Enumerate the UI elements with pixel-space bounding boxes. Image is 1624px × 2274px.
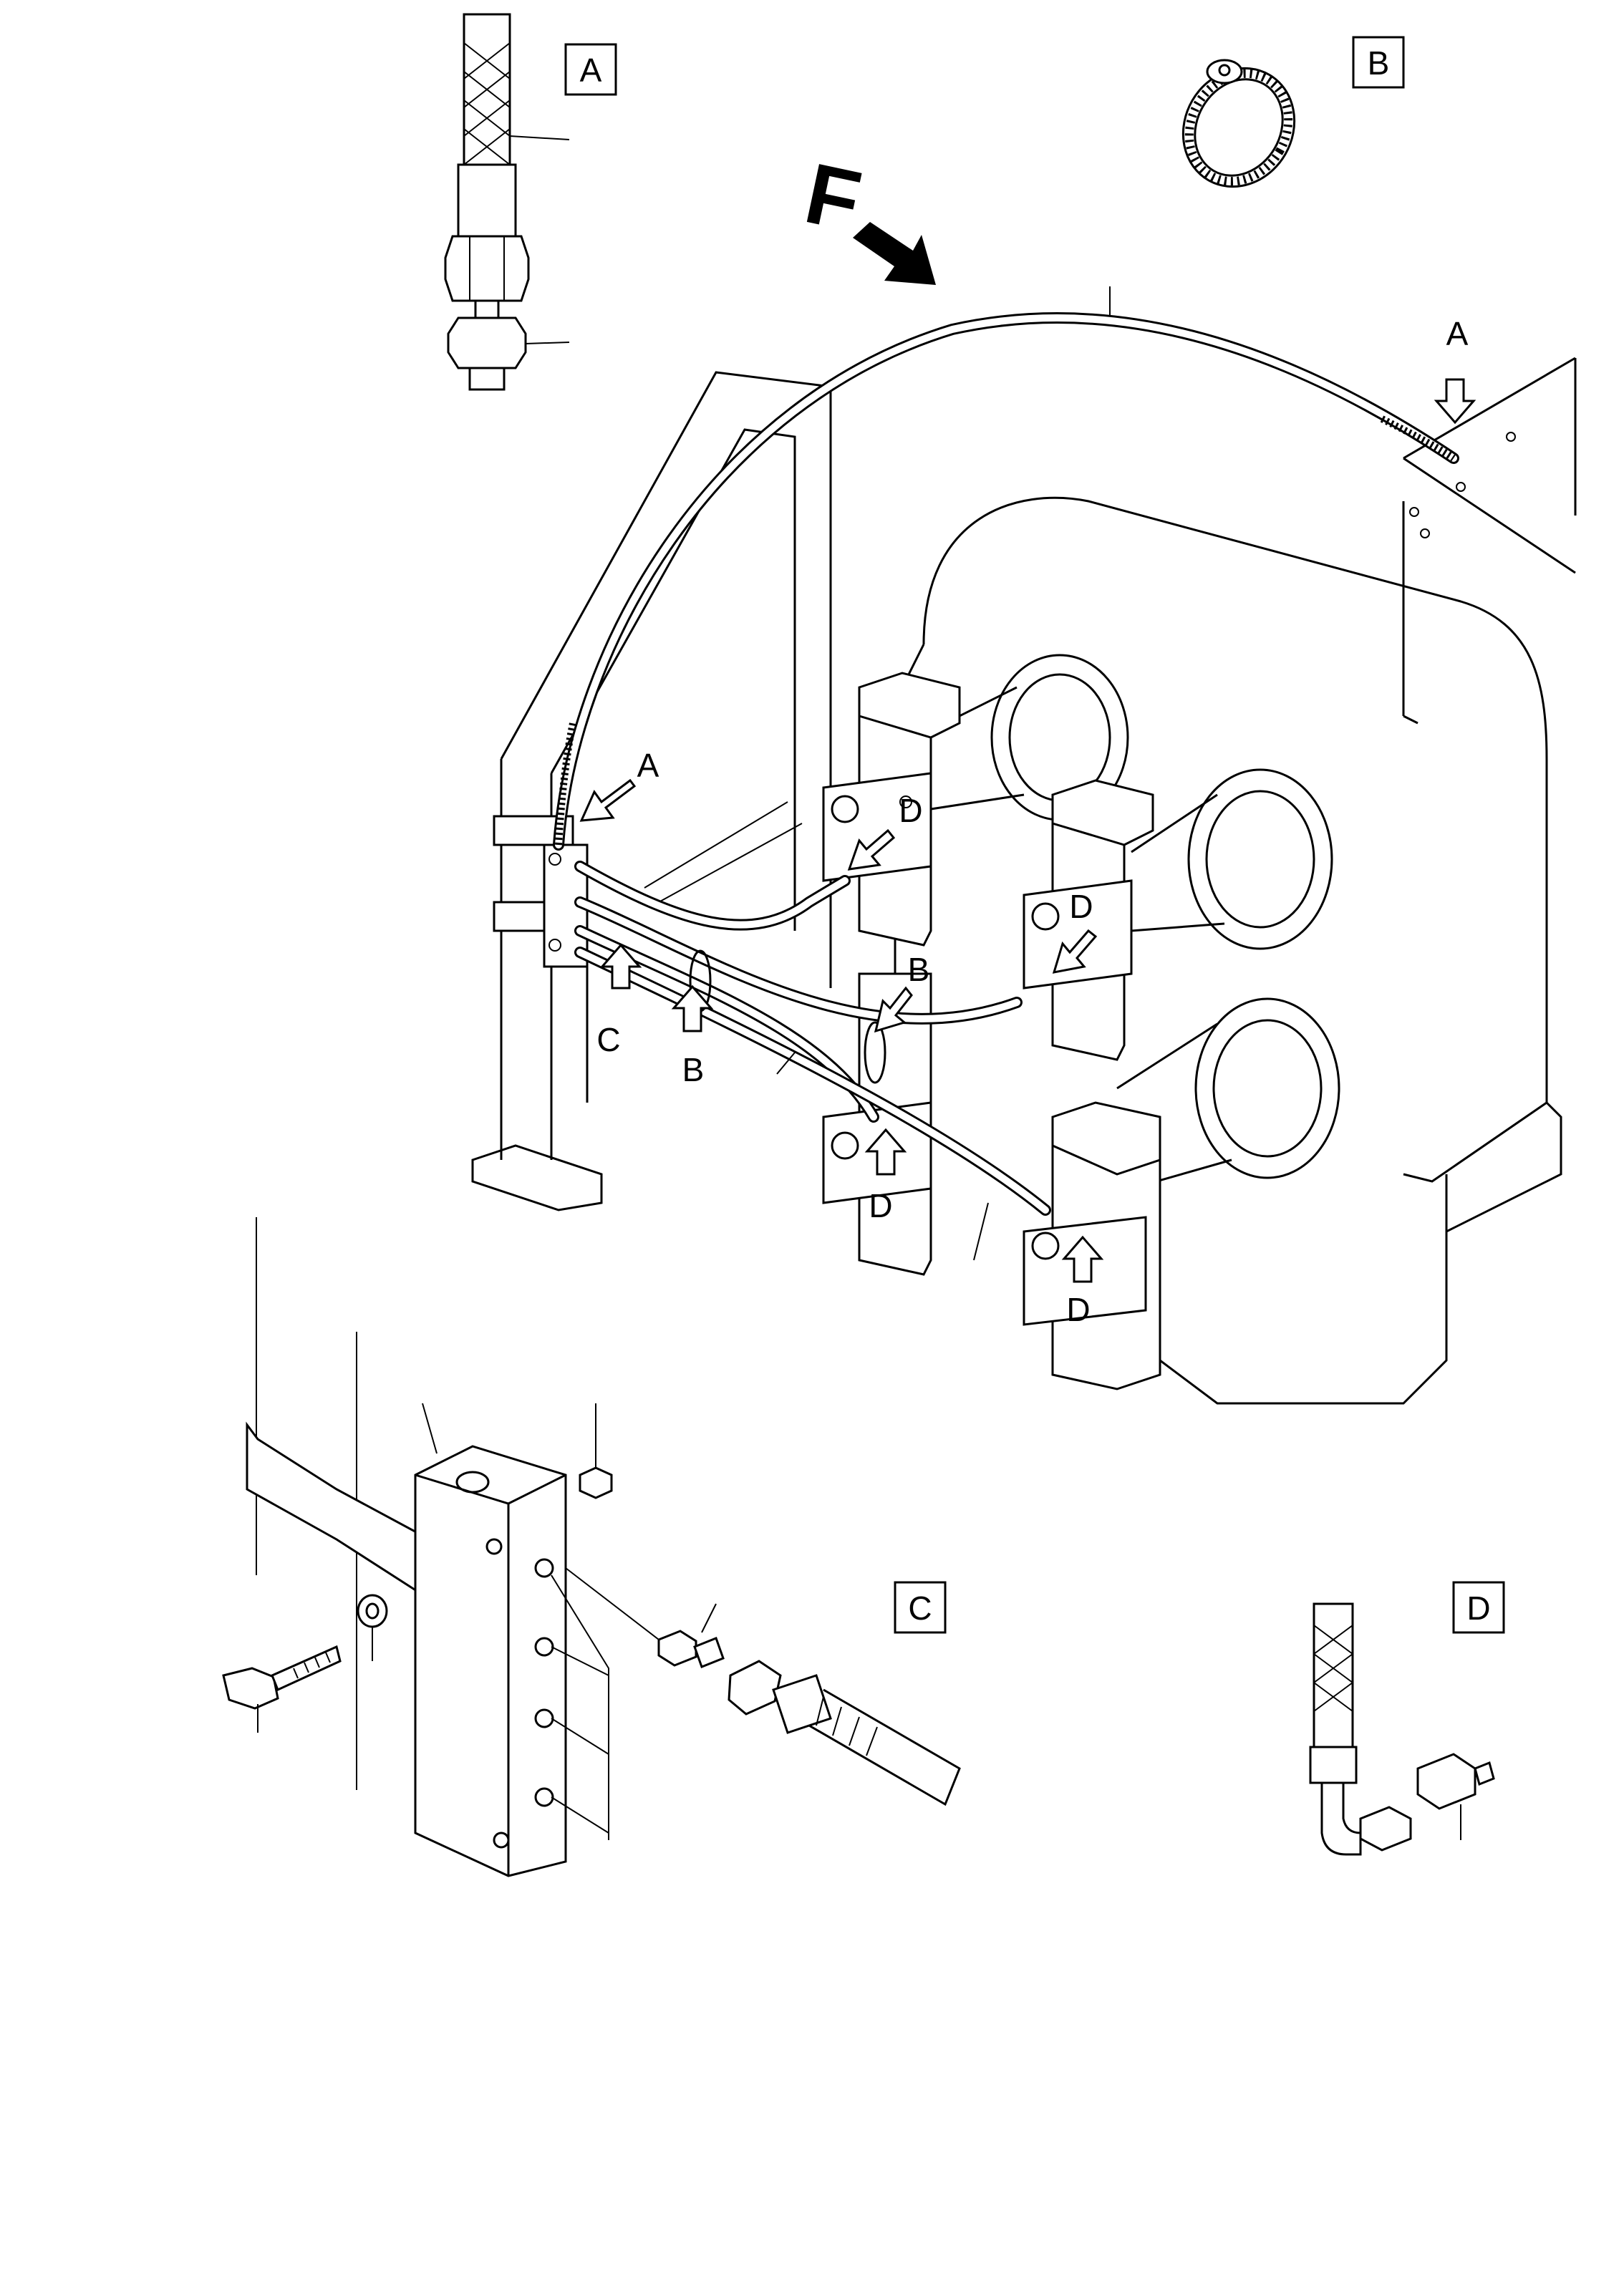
arrow-a-top-icon xyxy=(1434,378,1476,425)
detail-b-clamp xyxy=(1181,59,1296,188)
frame-column xyxy=(471,371,832,1211)
arrow-d-3-icon xyxy=(864,1128,907,1176)
detail-d-frame: D xyxy=(1452,1581,1505,1634)
hoses-to-bearings xyxy=(574,861,1051,1261)
detail-a-hose-fitting xyxy=(444,13,570,391)
detail-b-frame: B xyxy=(1352,36,1405,89)
callout-letters: A A D D B C B D D xyxy=(596,315,1468,1328)
gearbox-housing xyxy=(894,357,1577,1405)
bearing-block-upper xyxy=(822,672,961,947)
detail-a-label: A xyxy=(580,52,602,89)
view-arrow-icon xyxy=(853,222,936,285)
hose-long-a xyxy=(553,286,1459,851)
detail-c-frame: C xyxy=(894,1581,947,1634)
arrow-d-2-icon xyxy=(1052,929,1098,974)
drum-middle xyxy=(1131,768,1333,950)
callout-d-3: D xyxy=(869,1187,892,1224)
detail-b-label: B xyxy=(1368,44,1390,82)
distribution-block xyxy=(493,815,589,968)
arrow-a-left-icon xyxy=(579,778,637,822)
arrow-d-1-icon xyxy=(847,828,896,871)
callout-d-4: D xyxy=(1066,1291,1090,1328)
main-assembly: A A D D B C B D D xyxy=(471,286,1577,1405)
callout-arrows xyxy=(579,378,1476,1283)
detail-c-label: C xyxy=(908,1590,932,1627)
callout-b-1: B xyxy=(682,1051,705,1088)
detail-a-frame: A xyxy=(564,43,617,96)
detail-d-elbow-fitting xyxy=(1309,1602,1495,1856)
callout-d-1: D xyxy=(899,792,922,829)
callout-a-left: A xyxy=(637,747,659,784)
callout-a-top: A xyxy=(1446,315,1469,352)
detail-c-block-assembly xyxy=(222,1217,961,1877)
arrow-b-1-icon xyxy=(671,984,714,1032)
arrow-d-4-icon xyxy=(1061,1235,1104,1283)
callout-c: C xyxy=(596,1021,620,1058)
bearing-block-lower-right xyxy=(1023,1101,1161,1390)
detail-d-label: D xyxy=(1466,1590,1490,1627)
arrow-c-icon xyxy=(599,943,642,990)
callout-b-2: B xyxy=(908,951,930,988)
view-direction-marker: F xyxy=(798,145,936,285)
arrow-b-2-icon xyxy=(874,986,913,1033)
callout-d-2: D xyxy=(1069,888,1093,925)
